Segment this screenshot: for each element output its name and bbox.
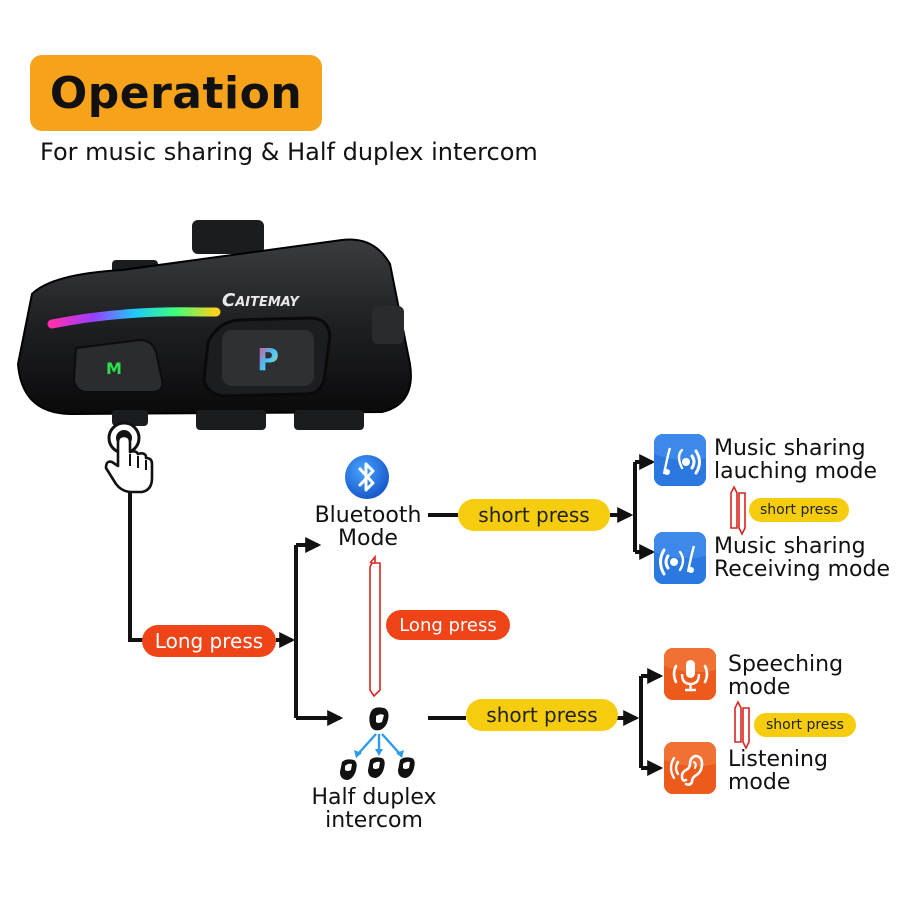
connector-finger-to-long-press [128, 492, 145, 642]
intercom-group-icon [340, 707, 415, 780]
half-duplex-label: Half duplex intercom [292, 786, 456, 832]
page-title: Operation [49, 67, 303, 119]
bluetooth-mode-line1: Bluetooth [314, 503, 422, 528]
p-button-label: P [257, 343, 279, 378]
music-launch-line2: lauching mode [714, 459, 877, 485]
bluetooth-short-press-label: short press [478, 503, 590, 527]
intercom-short-press-label: short press [486, 703, 598, 727]
bluetooth-mode-label: Bluetooth Mode [300, 504, 436, 550]
bluetooth-icon [345, 455, 389, 499]
bluetooth-short-press-pill: short press [458, 499, 610, 531]
speeching-line1: Speeching [728, 652, 844, 677]
voice-toggle-short-press-label: short press [766, 717, 844, 733]
long-press-pill: Long press [142, 625, 276, 657]
m-button[interactable] [72, 338, 164, 393]
center-long-press-pill: Long press [386, 610, 510, 640]
title-badge: Operation [30, 55, 322, 131]
ear-icon [664, 742, 716, 794]
finger-press-icon [104, 421, 154, 494]
m-button-label: M [106, 359, 122, 378]
music-toggle-short-press-pill: short press [749, 498, 849, 522]
music-receive-label: Music sharing Receiving mode [714, 535, 890, 581]
listening-label: Listening mode [728, 748, 828, 794]
bluetooth-mode-line2: Mode [338, 526, 398, 552]
music-receive-icon [654, 532, 706, 584]
half-duplex-line1: Half duplex [311, 785, 437, 810]
long-press-label: Long press [154, 629, 264, 653]
brand-logo: CAITEMAY [222, 290, 300, 311]
side-button[interactable] [372, 306, 404, 344]
music-receive-line1: Music sharing [714, 534, 866, 559]
rgb-light-bar [47, 307, 221, 329]
music-toggle-short-press-label: short press [760, 502, 838, 518]
half-duplex-line2: intercom [325, 808, 423, 834]
music-receive-line2: Receiving mode [714, 557, 890, 583]
music-broadcast-icon [654, 434, 706, 486]
intercom-short-press-pill: short press [466, 699, 618, 731]
intercom-device: CAITEMAY M P [16, 220, 412, 430]
microphone-icon [664, 648, 716, 700]
top-tab [192, 220, 264, 254]
music-launch-label: Music sharing lauching mode [714, 437, 877, 483]
center-long-press-label: Long press [399, 614, 497, 636]
voice-toggle-arrows [734, 700, 750, 750]
page-subtitle: For music sharing & Half duplex intercom [40, 138, 538, 166]
bottom-button-1[interactable] [196, 410, 266, 430]
center-toggle-arrows [369, 554, 381, 698]
voice-toggle-short-press-pill: short press [754, 713, 856, 737]
music-launch-line1: Music sharing [714, 436, 866, 461]
speeching-label: Speeching mode [728, 653, 843, 699]
listening-line1: Listening [728, 747, 828, 772]
bottom-button-2[interactable] [294, 410, 364, 430]
listening-line2: mode [728, 770, 791, 796]
p-button-face [222, 330, 314, 386]
music-toggle-arrows [730, 485, 746, 536]
speeching-line2: mode [728, 675, 791, 701]
